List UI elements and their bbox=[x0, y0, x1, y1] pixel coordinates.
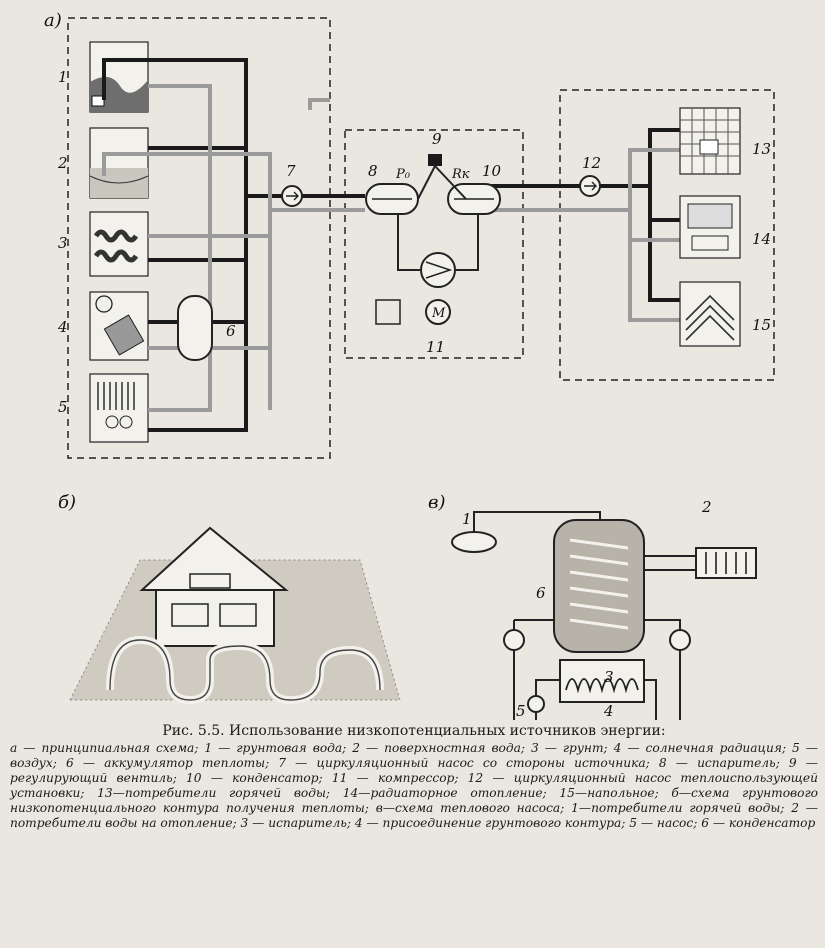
label-v-1: 1 bbox=[462, 510, 472, 528]
label-a-1: 1 bbox=[58, 68, 68, 86]
label-a-7: 7 bbox=[286, 162, 296, 180]
return-pipes bbox=[102, 84, 680, 412]
label-a-5: 5 bbox=[58, 398, 68, 416]
label-a-10: 10 bbox=[482, 162, 502, 180]
label-a-motor: М bbox=[431, 306, 446, 321]
radiator-heating-tile bbox=[679, 195, 741, 259]
label-v-2: 2 bbox=[701, 498, 712, 516]
expansion-valve bbox=[428, 154, 442, 166]
supply-pipes bbox=[102, 58, 680, 432]
consumer-box bbox=[559, 89, 775, 381]
panel-label-b: б) bbox=[58, 492, 76, 513]
figure-5-5: а) 1 2 3 4 5 bbox=[44, 10, 775, 720]
evaporator-coil bbox=[559, 659, 645, 703]
source-surface-water-tile bbox=[89, 127, 149, 199]
hot-water-consumer bbox=[451, 531, 497, 553]
panel-label-a: а) bbox=[44, 10, 62, 31]
condenser-vessel bbox=[553, 519, 645, 653]
label-a-14: 14 bbox=[752, 230, 771, 248]
label-a-rk: Rк bbox=[451, 167, 470, 182]
ground-loop-pump bbox=[527, 695, 545, 713]
label-a-3: 3 bbox=[58, 234, 68, 252]
heat-pump-box bbox=[344, 129, 524, 359]
compressor bbox=[420, 252, 456, 288]
hot-water-consumer-tile bbox=[679, 107, 741, 175]
source-groundwater-tile bbox=[89, 41, 149, 113]
figure-caption: Рис. 5.5. Использование низкопотенциальн… bbox=[10, 724, 818, 831]
house bbox=[155, 589, 275, 647]
label-a-15: 15 bbox=[752, 316, 771, 334]
label-a-13: 13 bbox=[752, 140, 771, 158]
refrigerant-loop bbox=[397, 165, 479, 271]
floor-heating-tile bbox=[679, 281, 741, 347]
control-unit bbox=[375, 299, 401, 325]
label-v-3: 3 bbox=[604, 668, 614, 686]
panel-label-v: в) bbox=[428, 492, 446, 513]
circulation-pump-right bbox=[669, 629, 691, 651]
caption-title: Рис. 5.5. Использование низкопотенциальн… bbox=[162, 723, 666, 739]
source-solar-tile bbox=[89, 291, 149, 361]
label-a-8: 8 bbox=[368, 162, 378, 180]
source-air-tile bbox=[89, 373, 149, 443]
label-v-4: 4 bbox=[603, 702, 614, 720]
source-box bbox=[67, 17, 331, 459]
source-soil-tile bbox=[89, 211, 149, 277]
heat-accumulator bbox=[177, 295, 213, 361]
heat-pump-scheme bbox=[451, 511, 757, 720]
ground-loop-scheme bbox=[69, 526, 401, 705]
label-a-12: 12 bbox=[582, 154, 601, 172]
circulation-pump-left bbox=[503, 629, 525, 651]
label-a-2: 2 bbox=[57, 154, 68, 172]
compressor-motor bbox=[425, 299, 451, 325]
label-a-p0: P₀ bbox=[395, 167, 411, 182]
caption-body: а — принципиальная схема; 1 — грунтовая … bbox=[10, 741, 818, 830]
label-v-5: 5 bbox=[516, 702, 526, 720]
label-v-6: 6 bbox=[536, 584, 546, 602]
label-a-6: 6 bbox=[226, 322, 236, 340]
label-a-9: 9 bbox=[432, 130, 442, 148]
label-a-4: 4 bbox=[57, 318, 68, 336]
label-a-11: 11 bbox=[426, 338, 445, 356]
